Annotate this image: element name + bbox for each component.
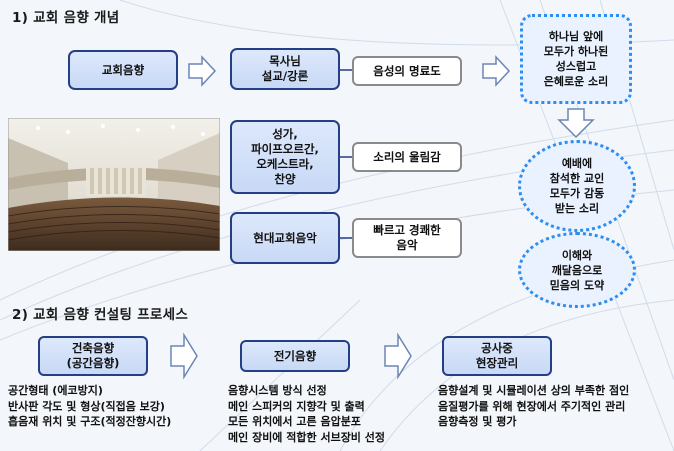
source-box-music: 성가, 파이프오르간, 오케스트라, 찬양 bbox=[230, 120, 340, 194]
process-step-site: 공사중 현장관리 bbox=[442, 336, 552, 376]
detail-line: 음향시스템 방식 선정 bbox=[228, 384, 327, 397]
detail-line: 흡음재 위치 및 구조(적정잔향시간) bbox=[8, 415, 172, 428]
outcome-label-faith: 이해와 깨달음으로 믿음의 도약 bbox=[549, 248, 605, 292]
effect-box-clarity: 음성의 명료도 bbox=[352, 56, 462, 86]
outcome-label-moved: 예배에 참석한 교인 모두가 감동 받는 소리 bbox=[549, 157, 605, 215]
block-arrow-down-icon bbox=[557, 108, 595, 139]
process-step-architectural: 건축음향 (공간음향) bbox=[38, 336, 148, 376]
effect-label-reverb: 소리의 울림감 bbox=[373, 149, 441, 164]
source-label-modern: 현대교회음악 bbox=[253, 230, 317, 245]
source-box-modern: 현대교회음악 bbox=[230, 212, 340, 264]
outcome-ellipse-moved: 예배에 참석한 교인 모두가 감동 받는 소리 bbox=[518, 140, 636, 232]
church-auditorium-photo bbox=[8, 118, 220, 251]
source-label-music: 성가, 파이프오르간, 오케스트라, 찬양 bbox=[251, 127, 319, 186]
effect-label-clarity: 음성의 명료도 bbox=[373, 63, 441, 78]
detail-line: 반사판 각도 및 형상(직접음 보강) bbox=[8, 399, 165, 413]
process-step-label-architectural: 건축음향 (공간음향) bbox=[66, 341, 120, 370]
block-arrow-icon bbox=[482, 55, 511, 87]
section2-heading: 2) 교회 음향 컨설팅 프로세스 bbox=[12, 307, 189, 323]
goal-box: 하나님 앞에 모두가 하나된 성스럽고 은혜로운 소리 bbox=[520, 14, 632, 104]
section1-heading: 1) 교회 음향 개념 bbox=[12, 10, 120, 26]
detail-line: 음질평가를 위해 현장에서 주기적인 관리 bbox=[438, 399, 626, 413]
block-arrow-icon bbox=[188, 55, 217, 87]
church-sound-box: 교회음향 bbox=[68, 50, 178, 90]
church-sound-label: 교회음향 bbox=[101, 62, 145, 77]
detail-line: 음향측정 및 평가 bbox=[438, 415, 517, 428]
outcome-ellipse-faith: 이해와 깨달음으로 믿음의 도약 bbox=[518, 232, 636, 308]
process-details-electro: 음향시스템 방식 선정 메인 스피커의 지향각 및 출력 모든 위치에서 고른 … bbox=[228, 383, 385, 445]
process-step-electro: 전기음향 bbox=[240, 340, 350, 372]
effect-box-reverb: 소리의 울림감 bbox=[352, 142, 462, 172]
block-arrow-icon bbox=[170, 332, 198, 380]
detail-line: 메인 장비에 적합한 서브장비 선정 bbox=[228, 430, 385, 444]
process-step-label-site: 공사중 현장관리 bbox=[475, 341, 519, 370]
effect-box-upbeat: 빠르고 경쾌한 음악 bbox=[352, 218, 462, 258]
detail-line: 공간형태 (에코방지) bbox=[8, 384, 103, 397]
process-details-site: 음향설계 및 시뮬레이션 상의 부족한 점인 음질평가를 위해 현장에서 주기적… bbox=[438, 383, 629, 430]
source-label-sermon: 목사님 설교/강론 bbox=[261, 54, 309, 83]
detail-line: 모든 위치에서 고른 음압분포 bbox=[228, 415, 361, 428]
detail-line: 음향설계 및 시뮬레이션 상의 부족한 점인 bbox=[438, 384, 630, 397]
goal-label: 하나님 앞에 모두가 하나된 성스럽고 은혜로운 소리 bbox=[543, 30, 609, 88]
source-box-sermon: 목사님 설교/강론 bbox=[230, 48, 340, 90]
effect-label-upbeat: 빠르고 경쾌한 음악 bbox=[373, 223, 441, 252]
block-arrow-icon bbox=[384, 332, 412, 380]
detail-line: 메인 스피커의 지향각 및 출력 bbox=[228, 399, 365, 413]
process-details-architectural: 공간형태 (에코방지) 반사판 각도 및 형상(직접음 보강) 흡음재 위치 및… bbox=[8, 383, 171, 430]
process-step-label-electro: 전기음향 bbox=[273, 348, 317, 363]
